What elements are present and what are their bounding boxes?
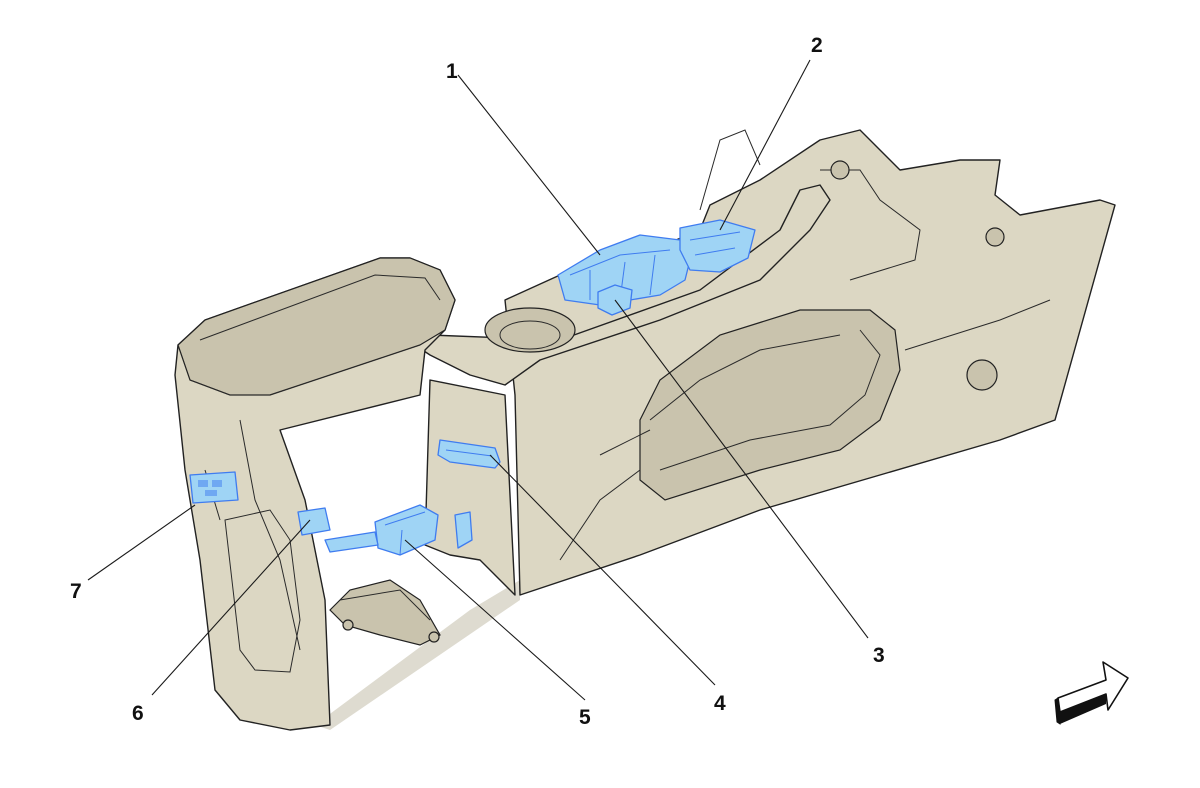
cup-holder	[484, 307, 576, 353]
part-2-switch-panel	[679, 219, 756, 273]
part-7-switch-plate	[189, 471, 239, 504]
callout-7: 7	[70, 580, 82, 603]
callout-6: 6	[132, 702, 144, 725]
leader-3	[614, 299, 869, 639]
leader-4	[489, 454, 716, 686]
floor-shadow	[315, 580, 520, 730]
leader-1	[457, 74, 601, 256]
lower-mounting-bracket	[329, 579, 441, 646]
callout-4: 4	[714, 692, 726, 715]
callout-1: 1	[446, 60, 458, 83]
callout-5: 5	[579, 706, 591, 729]
side-panel-hole	[966, 359, 998, 391]
callout-2: 2	[811, 34, 823, 57]
front-direction-arrow-icon	[1054, 661, 1129, 725]
part-4-bracket	[437, 439, 501, 469]
leader-7	[87, 504, 196, 581]
leader-5	[404, 539, 586, 701]
callout-3: 3	[873, 644, 885, 667]
leader-2	[719, 59, 811, 231]
center-console-body	[174, 129, 1116, 731]
part-1-control-module	[557, 234, 691, 306]
part-6-module	[297, 507, 331, 536]
leader-6	[151, 519, 311, 696]
part-5-control-unit	[324, 504, 473, 556]
